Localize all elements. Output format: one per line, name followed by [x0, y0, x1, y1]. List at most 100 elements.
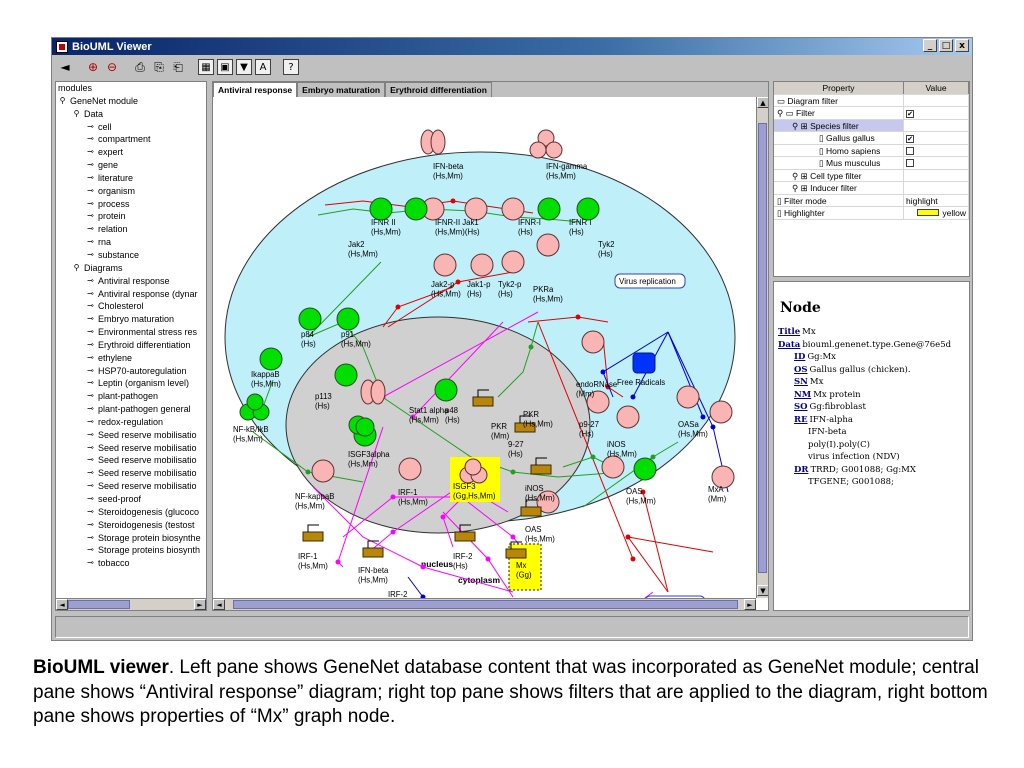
protein-node[interactable] [501, 197, 525, 221]
tree-node-diagram-item[interactable]: ⊸plant-pathogen [56, 390, 206, 403]
node-label[interactable]: (Hs,Mm) [525, 494, 555, 503]
node-label[interactable]: IFNR-I [518, 218, 541, 227]
tree-node-diagram-item[interactable]: ⊸Steroidogenesis (testost [56, 519, 206, 532]
gene-node[interactable] [505, 548, 527, 559]
node-label[interactable]: (Hs,Mm) [341, 340, 371, 349]
key-icon[interactable]: ⊸ [87, 365, 94, 375]
key-icon[interactable]: ⊸ [87, 378, 94, 388]
expander-icon[interactable]: ⚲ [59, 95, 66, 105]
key-icon[interactable]: ⊸ [87, 275, 94, 285]
protein-node[interactable] [676, 385, 700, 409]
node-label[interactable]: (Hs,Mm) [546, 172, 576, 181]
tree-node-diagram-item[interactable]: ⊸redox-regulation [56, 416, 206, 429]
tree-horizontal-scrollbar[interactable]: ◄ ► [56, 598, 206, 610]
protein-complex-node[interactable] [370, 379, 386, 405]
key-icon[interactable]: ⊸ [87, 506, 94, 516]
protein-complex-node[interactable] [537, 129, 555, 147]
reaction-node[interactable] [455, 279, 461, 285]
checkbox[interactable] [906, 159, 914, 167]
node-label[interactable]: IFN-beta [358, 566, 389, 575]
node-label[interactable]: IRF-2 [453, 552, 473, 561]
key-icon[interactable]: ⊸ [87, 160, 94, 170]
property-column-header[interactable]: Property [774, 82, 904, 94]
expander-icon[interactable]: ⚲ [792, 120, 801, 131]
node-label[interactable]: iNOS [525, 484, 544, 493]
node-label[interactable]: 9-27 [508, 440, 524, 449]
reaction-node[interactable] [420, 564, 426, 570]
scroll-right-icon[interactable]: ► [194, 599, 206, 610]
reaction-edge[interactable] [407, 576, 424, 598]
key-icon[interactable]: ⊸ [87, 429, 94, 439]
key-icon[interactable]: ⊸ [87, 339, 94, 349]
node-label[interactable]: (Hs,Mm) [523, 420, 553, 429]
key-icon[interactable]: ⊸ [87, 288, 94, 298]
protein-complex-node[interactable] [529, 141, 547, 159]
reaction-node[interactable] [440, 514, 446, 520]
virus-replication-box[interactable] [614, 273, 686, 289]
node-field-key[interactable]: NM [794, 389, 812, 400]
tree-node-data-item[interactable]: ⊸gene [56, 159, 206, 172]
key-icon[interactable]: ⊸ [87, 558, 94, 568]
node-label[interactable]: (Hs,Mm) [433, 172, 463, 181]
checkbox[interactable]: ✔ [906, 110, 914, 118]
node-label[interactable]: (Hs,Mm) [533, 295, 563, 304]
tree-node-diagram-item[interactable]: ⊸Embryo maturation [56, 313, 206, 326]
scroll-thumb[interactable] [68, 600, 130, 609]
gene-node[interactable] [530, 464, 552, 475]
free-radicals-node[interactable] [632, 352, 656, 374]
node-label[interactable]: (Hs) [445, 416, 460, 425]
scroll-left-icon[interactable]: ◄ [213, 599, 225, 610]
node-label[interactable]: IFN-gamma [546, 162, 588, 171]
node-label[interactable]: IFNR-II Jak1 [435, 218, 479, 227]
key-icon[interactable]: ⊸ [87, 404, 94, 414]
node-label[interactable]: NF-kB/IkB [233, 425, 269, 434]
tree-node-diagram-item[interactable]: ⊸Seed reserve mobilisatio [56, 429, 206, 442]
node-label[interactable]: (Hs) [498, 290, 513, 299]
protein-node[interactable] [470, 253, 494, 277]
tab-antiviral-response[interactable]: Antiviral response [213, 82, 298, 97]
node-label[interactable]: (Hs,Mm)(Hs) [435, 228, 480, 237]
tree-node-data-item[interactable]: ⊸cell [56, 121, 206, 134]
property-row[interactable]: ⚲ ⊞ Cell type filter [774, 169, 969, 182]
key-icon[interactable]: ⊸ [87, 237, 94, 247]
key-icon[interactable]: ⊸ [87, 301, 94, 311]
node-label[interactable]: (Gg) [516, 571, 532, 580]
node-label[interactable]: (Hs,Mm) [298, 562, 328, 571]
tree-node-diagram-item[interactable]: ⊸Seed reserve mobilisatio [56, 454, 206, 467]
protein-node[interactable] [336, 307, 360, 331]
protein-node[interactable] [536, 233, 560, 257]
tree-node-diagram-item[interactable]: ⊸Seed reserve mobilisatio [56, 467, 206, 480]
gene-node[interactable] [454, 531, 476, 542]
reaction-node[interactable] [335, 559, 341, 565]
color-swatch[interactable] [917, 209, 940, 216]
tree-node-data-item[interactable]: ⊸organism [56, 185, 206, 198]
protein-node[interactable] [501, 250, 525, 274]
tree-node-data[interactable]: ⚲Data [56, 108, 206, 121]
checkbox[interactable]: ✔ [906, 135, 914, 143]
node-label[interactable]: IFN-beta [433, 162, 464, 171]
node-label[interactable]: IFNR I [569, 218, 592, 227]
reaction-edge[interactable] [307, 261, 382, 348]
reaction-node[interactable] [590, 454, 596, 460]
reaction-node[interactable] [450, 198, 456, 204]
key-icon[interactable]: ⊸ [87, 224, 94, 234]
reaction-node[interactable] [305, 469, 311, 475]
protein-complex-node[interactable] [545, 141, 563, 159]
node-field-key[interactable]: ID [794, 352, 806, 362]
protein-node[interactable] [709, 400, 733, 424]
node-label[interactable]: (Hs) [579, 430, 594, 439]
node-label[interactable]: (Hs) [598, 250, 613, 259]
scroll-thumb[interactable] [758, 123, 767, 573]
node-label[interactable]: (Hs,Mm) [409, 416, 439, 425]
diagram-vertical-scrollbar[interactable]: ▲ ▼ [756, 97, 768, 598]
expander-icon[interactable]: ⚲ [73, 262, 80, 272]
key-icon[interactable]: ⊸ [87, 314, 94, 324]
protein-node[interactable] [369, 197, 393, 221]
node-label[interactable]: Mx [516, 561, 526, 570]
node-label[interactable]: (Gg,Hs,Mm) [453, 492, 496, 501]
node-label[interactable]: (Hs,Mm) [233, 435, 263, 444]
reaction-node[interactable] [390, 529, 396, 535]
tree-node-diagram-item[interactable]: ⊸Erythroid differentiation [56, 339, 206, 352]
print-preview-icon[interactable]: ⎘ [154, 59, 164, 74]
